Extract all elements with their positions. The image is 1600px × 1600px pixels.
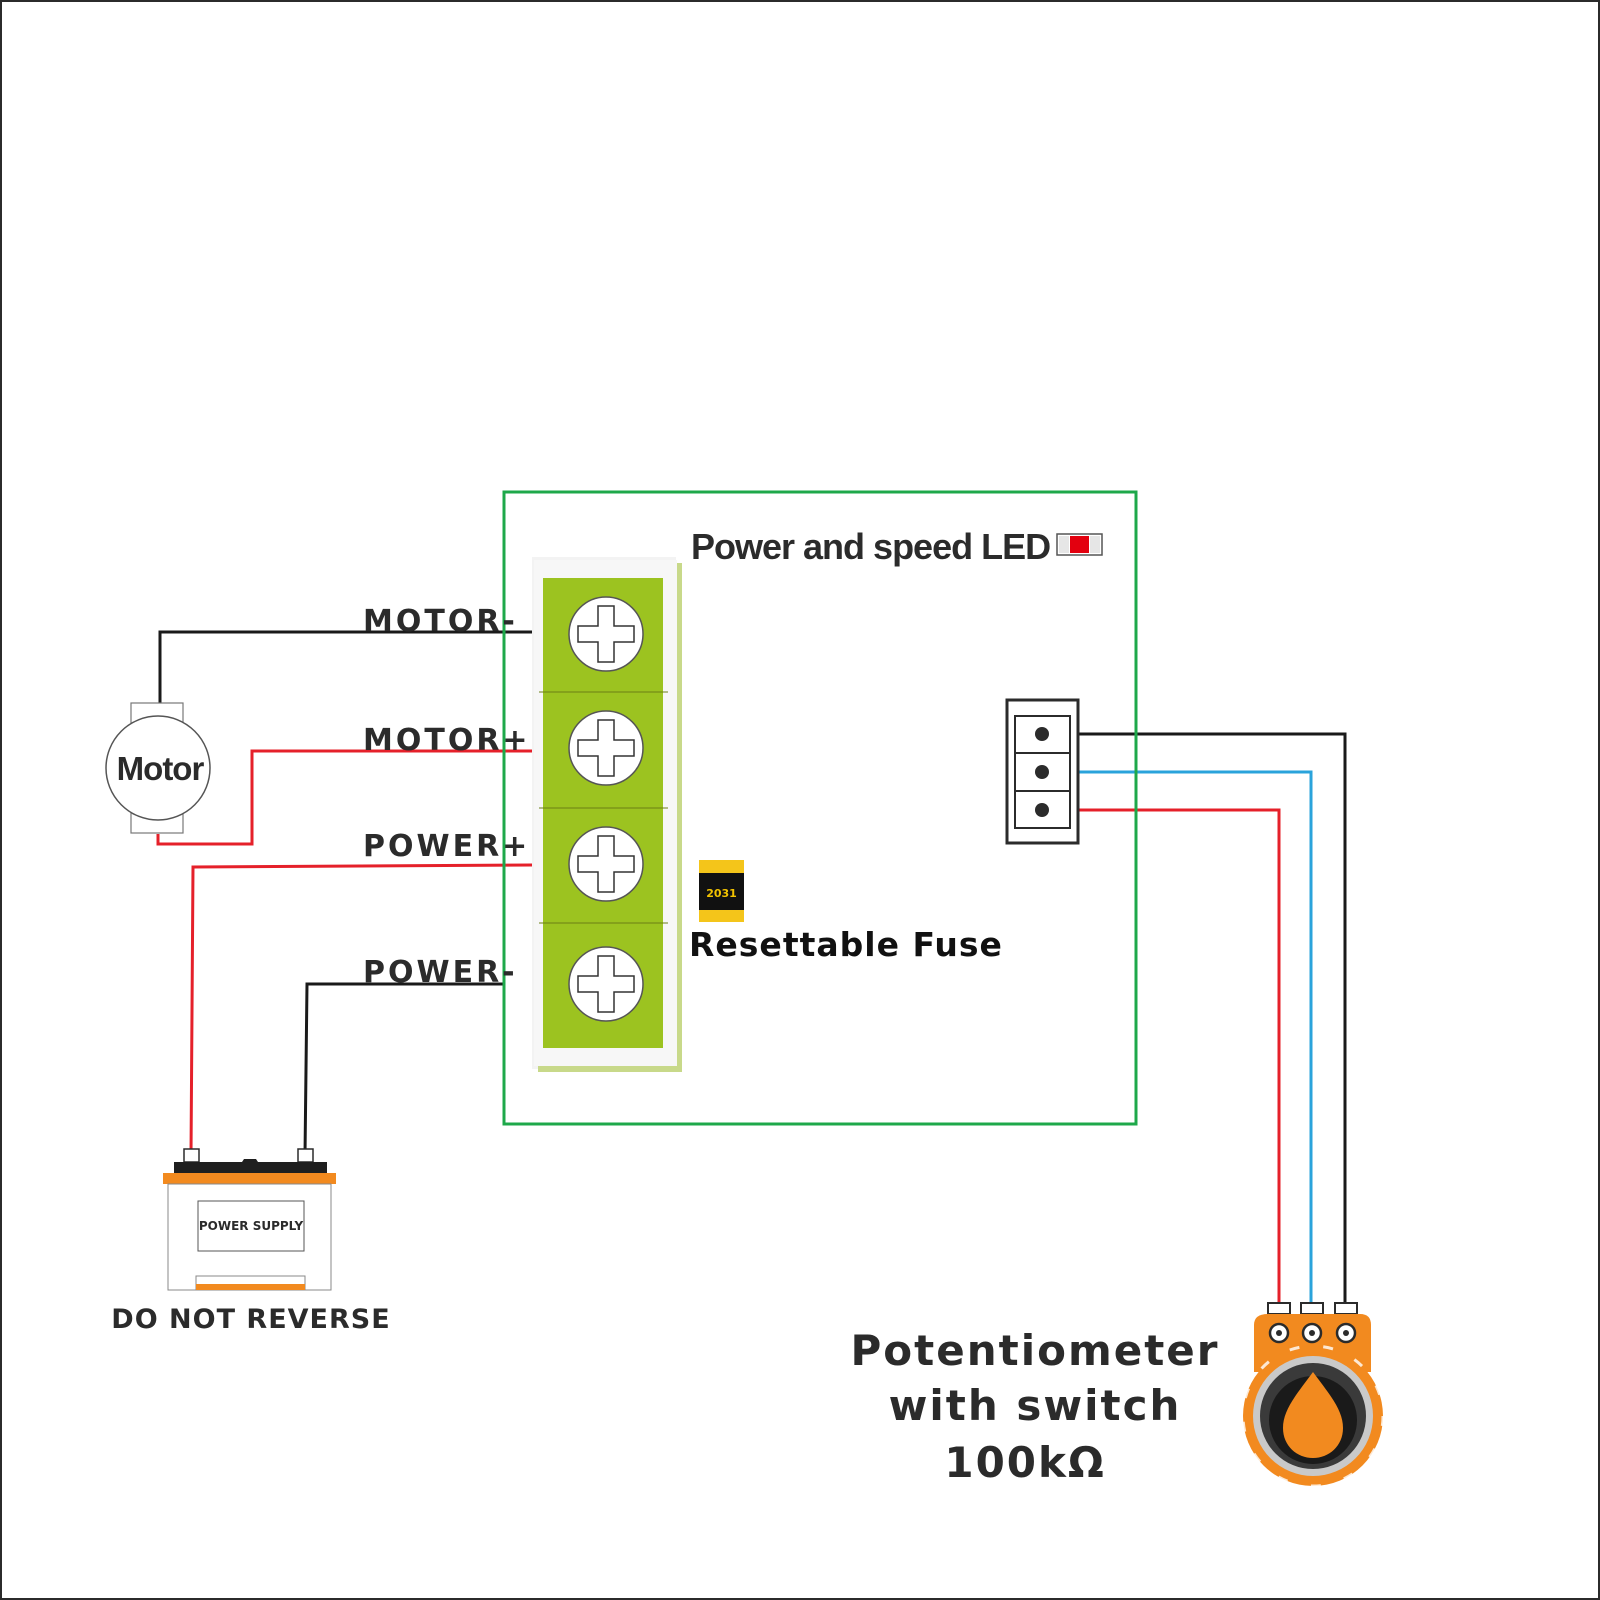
screw-icon <box>568 946 644 1022</box>
potentiometer-label-line1: Potentiometer <box>851 1326 1220 1375</box>
wire-power-plus <box>189 863 533 1156</box>
wire-pot-black <box>1042 732 1347 1305</box>
led-label: Power and speed LED <box>691 526 1050 567</box>
screw-icon <box>568 826 644 902</box>
pot-connector <box>1005 698 1080 845</box>
terminal-screws <box>568 596 644 1022</box>
potentiometer-icon <box>1241 1302 1385 1488</box>
terminal-label-motor-minus: MOTOR- <box>363 604 518 639</box>
led-icon <box>1056 533 1103 556</box>
screw-icon <box>568 710 644 786</box>
terminal-label-power-minus: POWER- <box>363 955 518 990</box>
screw-icon <box>568 596 644 672</box>
motor-icon <box>105 702 211 834</box>
wires <box>156 630 1347 1305</box>
motor-label: Motor <box>117 750 205 787</box>
terminal-label-power-plus: POWER+ <box>363 829 530 864</box>
controller-board <box>502 490 1138 1126</box>
battery-icon <box>163 1148 336 1291</box>
wire-motor-minus <box>158 630 536 705</box>
wire-pot-red <box>1042 808 1281 1305</box>
fuse-code: 2031 <box>706 887 737 900</box>
potentiometer-label-line2: with switch <box>889 1381 1182 1430</box>
fuse-icon: 2031 <box>699 860 744 922</box>
power-supply-label: POWER SUPPLY <box>199 1219 304 1233</box>
wire-motor-plus <box>156 749 532 846</box>
terminal-label-motor-plus: MOTOR+ <box>363 723 531 758</box>
wire-pot-blue <box>1042 770 1313 1305</box>
potentiometer-label-line3: 100kΩ <box>944 1438 1105 1487</box>
fuse-label: Resettable Fuse <box>689 925 1003 964</box>
reverse-warning: DO NOT REVERSE <box>111 1304 390 1335</box>
wire-power-minus <box>303 982 503 1156</box>
